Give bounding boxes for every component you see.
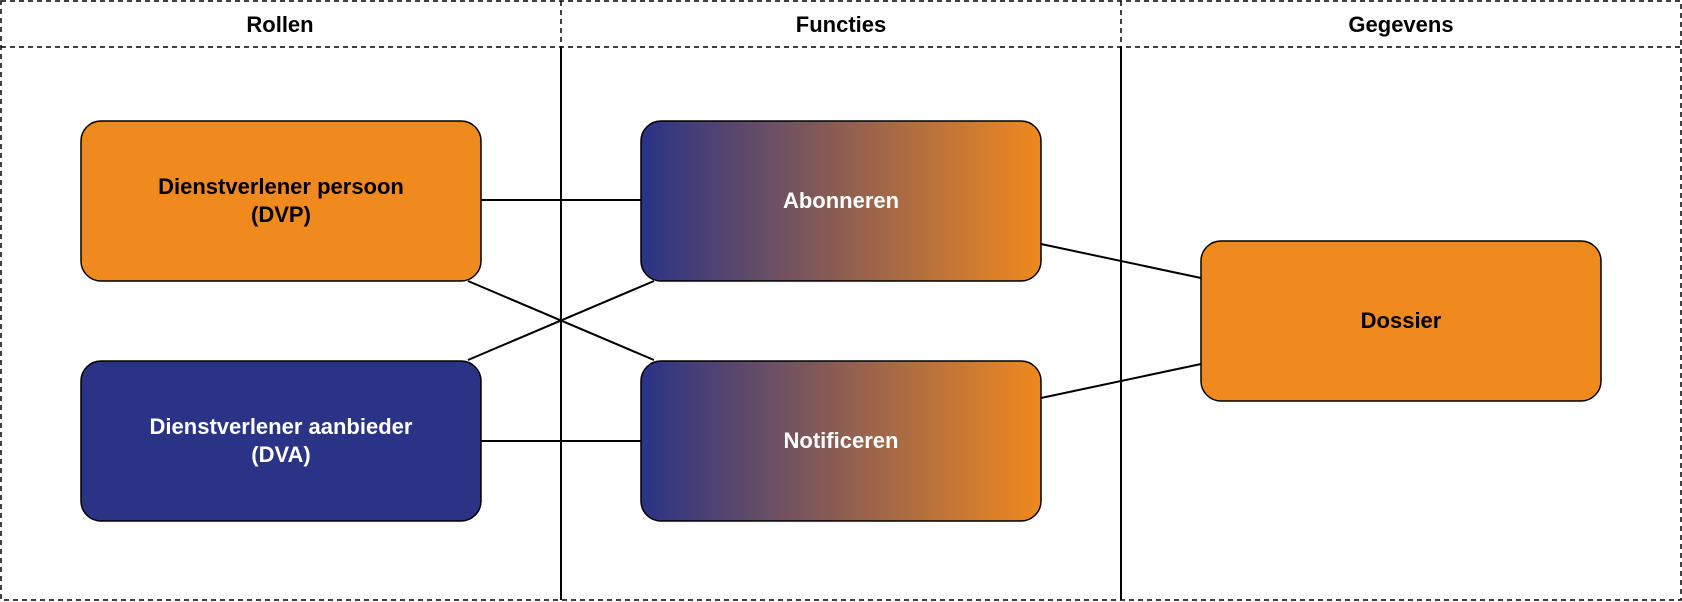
node-dienstverlener-persoon: Dienstverlener persoon (DVP) [80,120,482,282]
node-dossier: Dossier [1200,240,1602,402]
node-label-dvp-line1: Dienstverlener persoon [158,174,404,199]
node-dienstverlener-aanbieder: Dienstverlener aanbieder (DVA) [80,360,482,522]
node-label-abonneren: Abonneren [783,188,899,213]
edge-notificeren-dossier [1040,363,1202,399]
lane-title-rollen: Rollen [246,12,313,37]
node-label-dva-line2: (DVA) [251,442,310,467]
node-abonneren: Abonneren [640,120,1042,282]
node-notificeren: Notificeren [640,360,1042,522]
node-box-notificeren [640,360,1042,522]
edge-dva-abonneren [467,280,655,361]
edge-abonneren-dossier [1040,243,1202,279]
node-label-dossier: Dossier [1361,308,1442,333]
lane-title-gegevens: Gegevens [1348,12,1453,37]
node-box-dva [80,360,482,522]
node-box-dvp [80,120,482,282]
node-label-dva-line1: Dienstverlener aanbieder [150,414,413,439]
node-box-dossier [1200,240,1602,402]
node-label-dvp-line2: (DVP) [251,202,311,227]
connectors [467,199,1202,442]
lane-title-functies: Functies [796,12,886,37]
node-box-abonneren [640,120,1042,282]
node-label-notificeren: Notificeren [784,428,899,453]
